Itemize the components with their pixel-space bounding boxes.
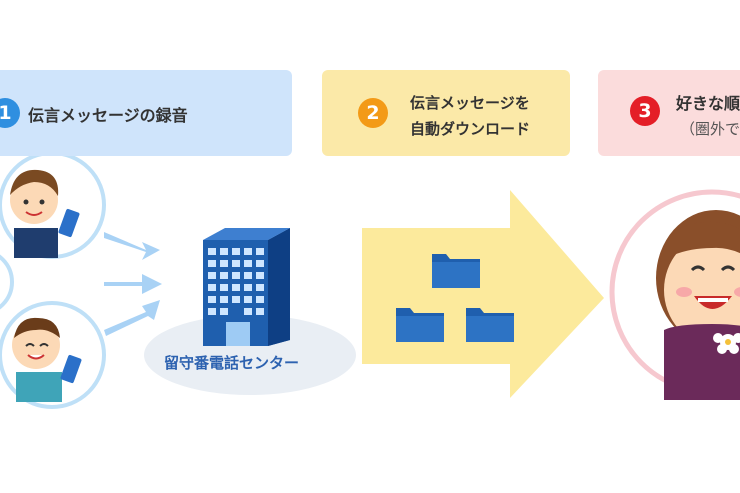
folder-icon [396,308,444,342]
voicemail-center-label: 留守番電話センター [164,354,300,372]
building-icon [203,228,290,346]
caller-2-icon [0,301,106,409]
big-arrow-icon [362,190,604,398]
step-2-box: 2 伝言メッセージを 自動ダウンロード [322,70,570,156]
step-1-box: 1 伝言メッセージの録音 [0,70,292,156]
caller-1-icon [0,151,106,259]
flower-icon [713,333,740,354]
step-3-label-line1: 好きな順 [676,94,740,113]
smiling-woman-icon [609,189,740,400]
step-1-label: 伝言メッセージの録音 [28,106,188,125]
step-2-label-line1: 伝言メッセージを [410,94,530,112]
folder-icon [432,254,480,288]
step-1-number: 1 [0,98,20,128]
step-3-box: 3 好きな順 （圏外で [598,70,740,156]
folder-icon [466,308,514,342]
step-2-label-line2: 自動ダウンロード [410,120,531,138]
center-ellipse [144,315,356,395]
step-3-number: 3 [630,96,660,126]
caller-partial-icon [0,254,14,310]
step-2-number: 2 [358,98,388,128]
step-3-label-line2: （圏外で [680,120,740,138]
incoming-arrows [104,232,162,336]
